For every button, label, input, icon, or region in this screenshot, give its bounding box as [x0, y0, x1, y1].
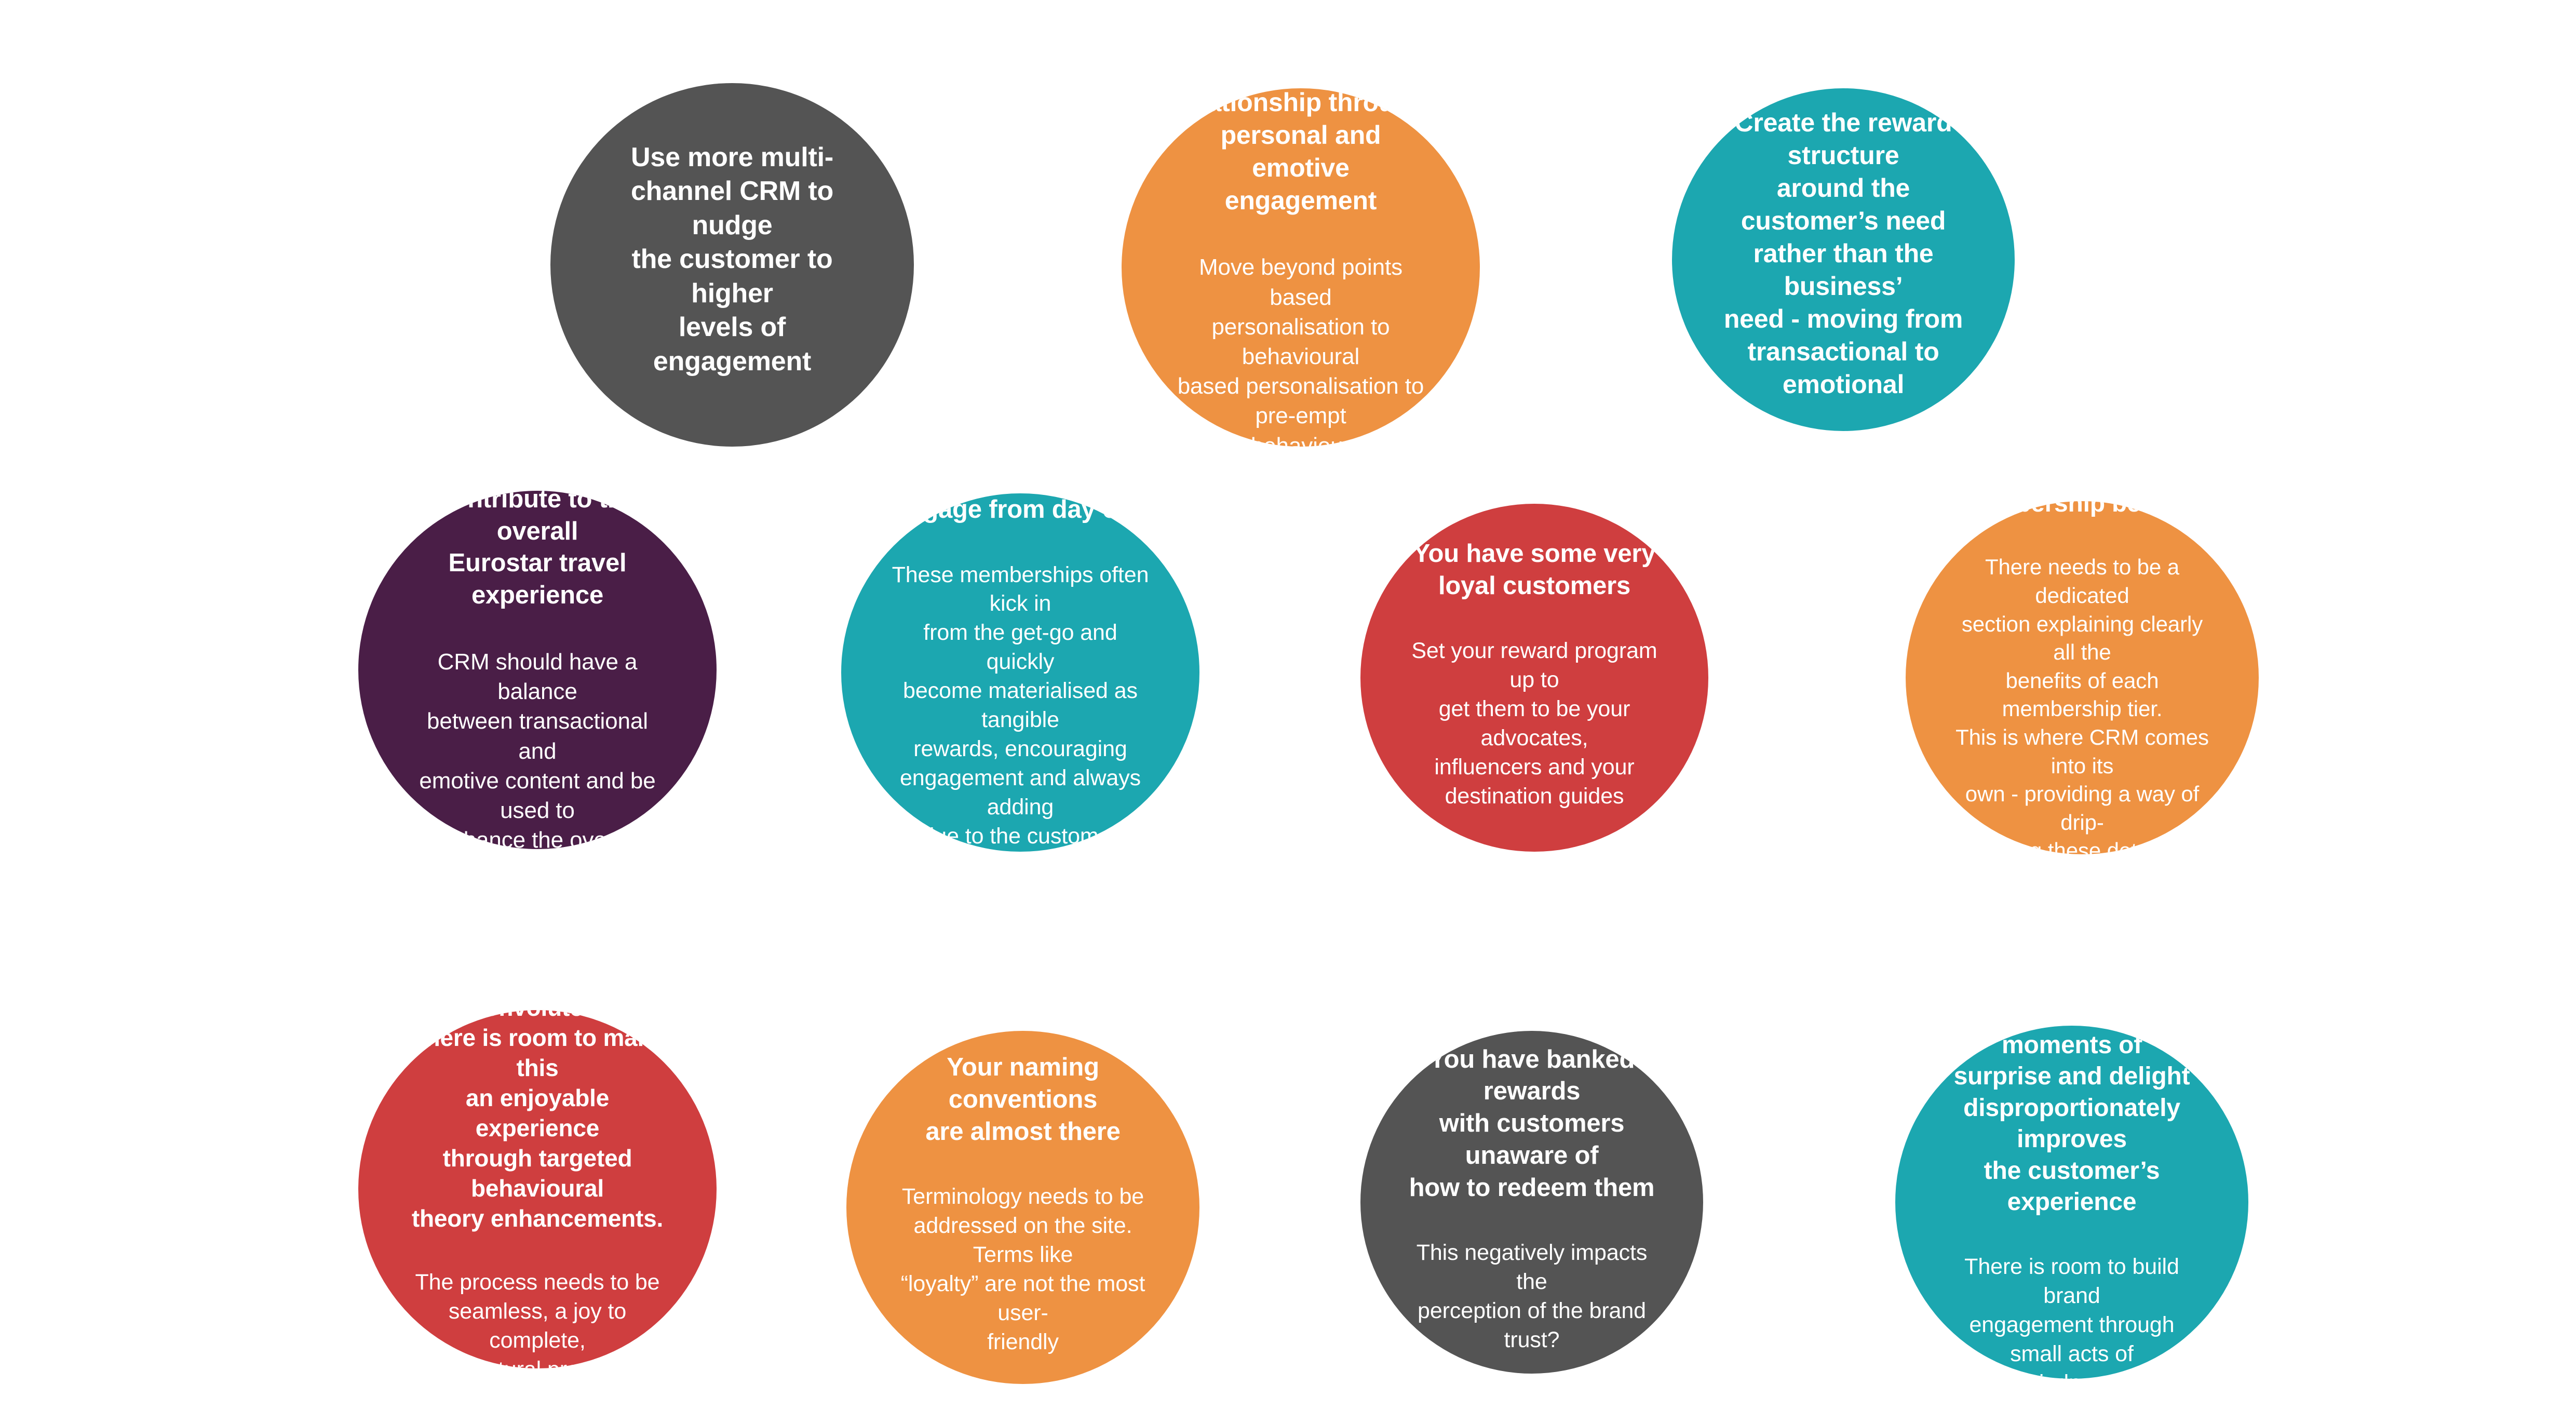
bubble-content: Build a stronger relationship through pe… — [1172, 88, 1430, 447]
bubble-body: This negatively impacts the perception o… — [1416, 1240, 1648, 1352]
bubble-title: Your customers are unsure about the memb… — [1958, 501, 2207, 517]
bubble-body: CRM should have a balance between transa… — [419, 649, 656, 849]
bubble-title: Build a stronger relationship through pe… — [1175, 88, 1426, 216]
bubble-title: Other loyalty schemes engage from day on… — [893, 495, 1148, 524]
bubble-title: Your naming conventions are almost there — [925, 1053, 1121, 1146]
bubble-content: Your membership sign up process is too c… — [409, 1010, 667, 1368]
bubble-body: Set your reward program up to get them t… — [1411, 638, 1657, 809]
bubble-body: There is room to build brand engagement … — [1964, 1254, 2179, 1379]
bubble-title: Implementing key moments of surprise and… — [1953, 1026, 2190, 1216]
bubble-title: Use more multi- channel CRM to nudge the… — [630, 142, 834, 377]
bubble-other-loyalty-schemes: Other loyalty schemes engage from day on… — [841, 493, 1199, 852]
bubble-content: Your naming conventions are almost there… — [896, 1052, 1150, 1356]
bubble-surprise-and-delight: Implementing key moments of surprise and… — [1895, 1026, 2248, 1379]
bubble-content: Other loyalty schemes engage from day on… — [892, 493, 1150, 852]
bubble-content: All CRM touch-points should contribute t… — [409, 491, 667, 849]
bubble-content: Your customers are unsure about the memb… — [1955, 501, 2209, 854]
bubble-title: All CRM touch-points should contribute t… — [438, 491, 637, 610]
bubble-body: Move beyond points based personalisation… — [1177, 254, 1424, 447]
bubble-banked-rewards: You have banked rewards with customers u… — [1360, 1031, 1703, 1374]
bubble-body: These memberships often kick in from the… — [892, 562, 1149, 849]
bubble-reward-structure: Create the reward structure around the c… — [1672, 88, 2015, 431]
bubble-naming-conventions: Your naming conventions are almost there… — [846, 1031, 1199, 1384]
bubble-title: You have banked rewards with customers u… — [1409, 1045, 1655, 1202]
bubble-content: Create the reward structure around the c… — [1720, 106, 1966, 401]
bubble-content: Implementing key moments of surprise and… — [1945, 1026, 2199, 1379]
bubble-title: Create the reward structure around the c… — [1723, 107, 1963, 399]
bubble-title: You have some very loyal customers — [1413, 540, 1656, 600]
bubble-body: There needs to be a dedicated section ex… — [1955, 555, 2209, 854]
bubble-title: Your membership sign up process is too c… — [411, 1010, 664, 1232]
bubble-crm-touchpoints: All CRM touch-points should contribute t… — [358, 491, 717, 849]
bubble-body: Terminology needs to be addressed on the… — [900, 1184, 1145, 1354]
bubble-body: The process needs to be seamless, a joy … — [411, 1270, 663, 1368]
bubble-content: Use more multi- channel CRM to nudge the… — [601, 141, 863, 379]
bubble-multi-channel-crm: Use more multi- channel CRM to nudge the… — [550, 83, 914, 447]
bubble-content: You have banked rewards with customers u… — [1408, 1044, 1655, 1355]
bubble-membership-benefits: Your customers are unsure about the memb… — [1906, 501, 2259, 854]
bubble-sign-up-process: Your membership sign up process is too c… — [358, 1010, 717, 1368]
bubble-stronger-relationship: Build a stronger relationship through pe… — [1122, 88, 1480, 447]
